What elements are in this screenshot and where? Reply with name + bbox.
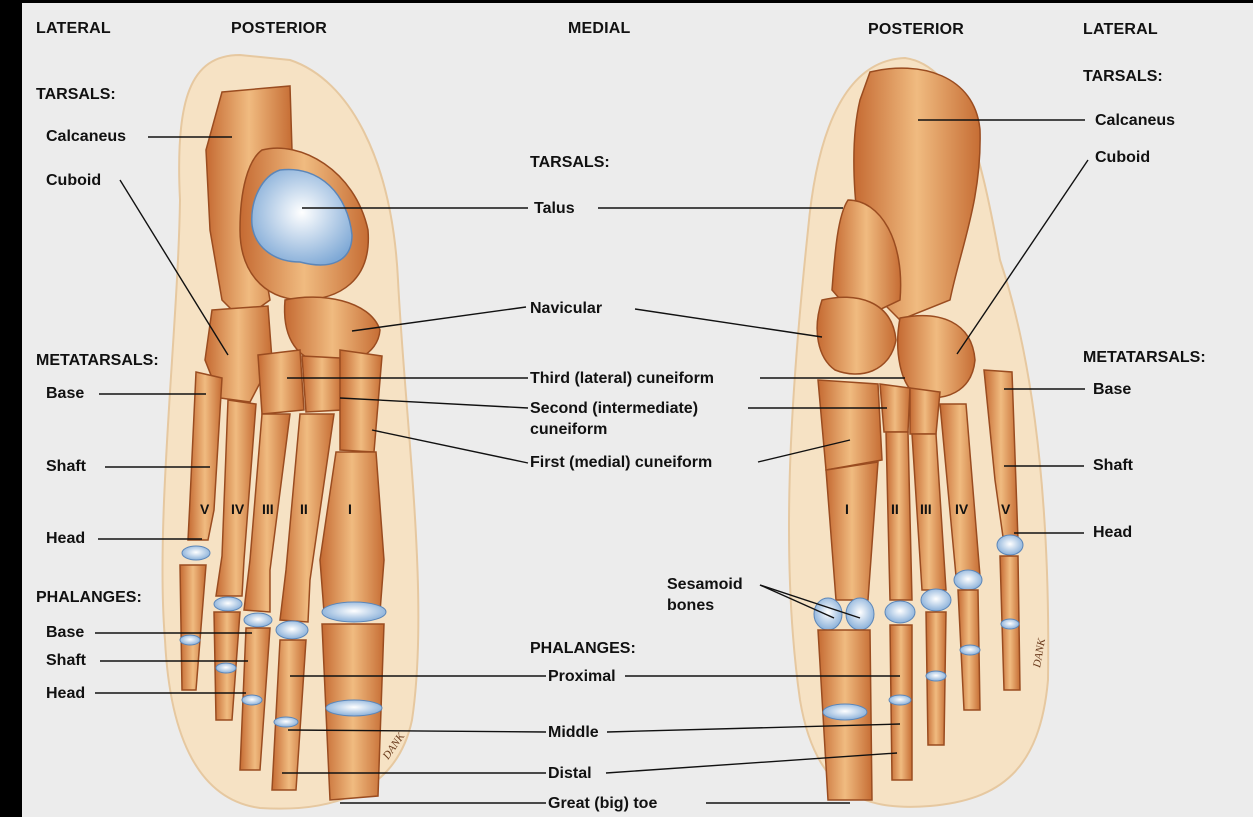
- center-phalanges-heading: PHALANGES:: [530, 639, 636, 658]
- left-mt4-head-cartilage: [214, 597, 242, 611]
- third-cuneiform-label: Third (lateral) cuneiform: [530, 369, 714, 388]
- right-mt3-head-cartilage: [921, 589, 951, 611]
- left-cuneiform-2: [302, 356, 342, 412]
- right-calcaneus-label: Calcaneus: [1095, 111, 1175, 130]
- left-numeral-iii: III: [262, 501, 274, 517]
- right-toe1-joint-cartilage: [823, 704, 867, 720]
- second-cuneiform-label-line1: Second (intermediate): [530, 399, 698, 418]
- left-phalanges-heading: PHALANGES:: [36, 588, 142, 607]
- left-head-label: Head: [46, 529, 85, 548]
- left-numeral-iv: IV: [231, 501, 245, 517]
- right-metatarsals-heading: METATARSALS:: [1083, 348, 1206, 367]
- navicular-label: Navicular: [530, 299, 602, 318]
- left-base-label: Base: [46, 384, 84, 403]
- left-numeral-ii: II: [300, 501, 308, 517]
- right-toe3-joint-cartilage: [926, 671, 946, 681]
- header-left-lateral: LATERAL: [36, 19, 111, 38]
- header-medial: MEDIAL: [568, 19, 631, 38]
- right-mt5-head-cartilage: [997, 535, 1023, 555]
- right-numeral-i: I: [845, 501, 849, 517]
- proximal-label: Proximal: [548, 667, 616, 686]
- left-toe2-joint-cartilage: [274, 717, 298, 727]
- right-tarsals-heading: TARSALS:: [1083, 67, 1163, 86]
- right-toe4-joint-cartilage: [960, 645, 980, 655]
- sesamoid-label-line2: bones: [667, 596, 714, 615]
- middle-label: Middle: [548, 723, 599, 742]
- left-mt2-head-cartilage: [276, 621, 308, 639]
- header-right-lateral: LATERAL: [1083, 20, 1158, 39]
- right-head-label: Head: [1093, 523, 1132, 542]
- right-metatarsal-1: [826, 462, 878, 600]
- left-phalanx-shaft-label: Shaft: [46, 651, 86, 670]
- distal-label: Distal: [548, 764, 592, 783]
- right-toe5-joint-cartilage: [1001, 619, 1019, 629]
- right-cuneiform-1: [818, 380, 882, 470]
- right-numeral-iii: III: [920, 501, 932, 517]
- header-right-posterior: POSTERIOR: [868, 20, 964, 39]
- right-foot: I II III IV V DANK: [789, 58, 1048, 807]
- right-toe2-joint-cartilage: [889, 695, 911, 705]
- talus-label: Talus: [534, 199, 575, 218]
- left-phalanx-head-label: Head: [46, 684, 85, 703]
- right-sesamoid-right: [846, 598, 874, 630]
- left-toe1-joint-cartilage: [326, 700, 382, 716]
- left-metatarsals-heading: METATARSALS:: [36, 351, 159, 370]
- left-shaft-label: Shaft: [46, 457, 86, 476]
- right-numeral-v: V: [1001, 501, 1011, 517]
- right-cuboid-label: Cuboid: [1095, 148, 1150, 167]
- right-mt4-head-cartilage: [954, 570, 982, 590]
- right-metatarsal-2: [886, 432, 912, 600]
- left-numeral-i: I: [348, 501, 352, 517]
- left-mt1-head-cartilage: [322, 602, 386, 622]
- great-toe-label: Great (big) toe: [548, 794, 657, 813]
- header-left-posterior: POSTERIOR: [231, 19, 327, 38]
- left-phalanx-base-label: Base: [46, 623, 84, 642]
- first-cuneiform-label: First (medial) cuneiform: [530, 453, 712, 472]
- left-calcaneus-label: Calcaneus: [46, 127, 126, 146]
- center-tarsals-heading: TARSALS:: [530, 153, 610, 172]
- left-toe4-joint-cartilage: [216, 663, 236, 673]
- left-toe5-joint-cartilage: [180, 635, 200, 645]
- second-cuneiform-label-line2: cuneiform: [530, 420, 607, 439]
- right-base-label: Base: [1093, 380, 1131, 399]
- left-tarsals-heading: TARSALS:: [36, 85, 116, 104]
- left-numeral-v: V: [200, 501, 210, 517]
- right-numeral-iv: IV: [955, 501, 969, 517]
- left-cuneiform-1: [340, 350, 382, 452]
- right-sesamoid-left: [814, 598, 842, 630]
- right-cuneiform-3: [910, 388, 940, 434]
- left-cuneiform-3: [258, 350, 304, 414]
- leader-navicular-right: [635, 309, 822, 337]
- left-toe3-joint-cartilage: [242, 695, 262, 705]
- left-cuboid-label: Cuboid: [46, 171, 101, 190]
- left-mt3-head-cartilage: [244, 613, 272, 627]
- right-mt2-head-cartilage: [885, 601, 915, 623]
- left-mt5-head-cartilage: [182, 546, 210, 560]
- right-numeral-ii: II: [891, 501, 899, 517]
- right-shaft-label: Shaft: [1093, 456, 1133, 475]
- sesamoid-label-line1: Sesamoid: [667, 575, 743, 594]
